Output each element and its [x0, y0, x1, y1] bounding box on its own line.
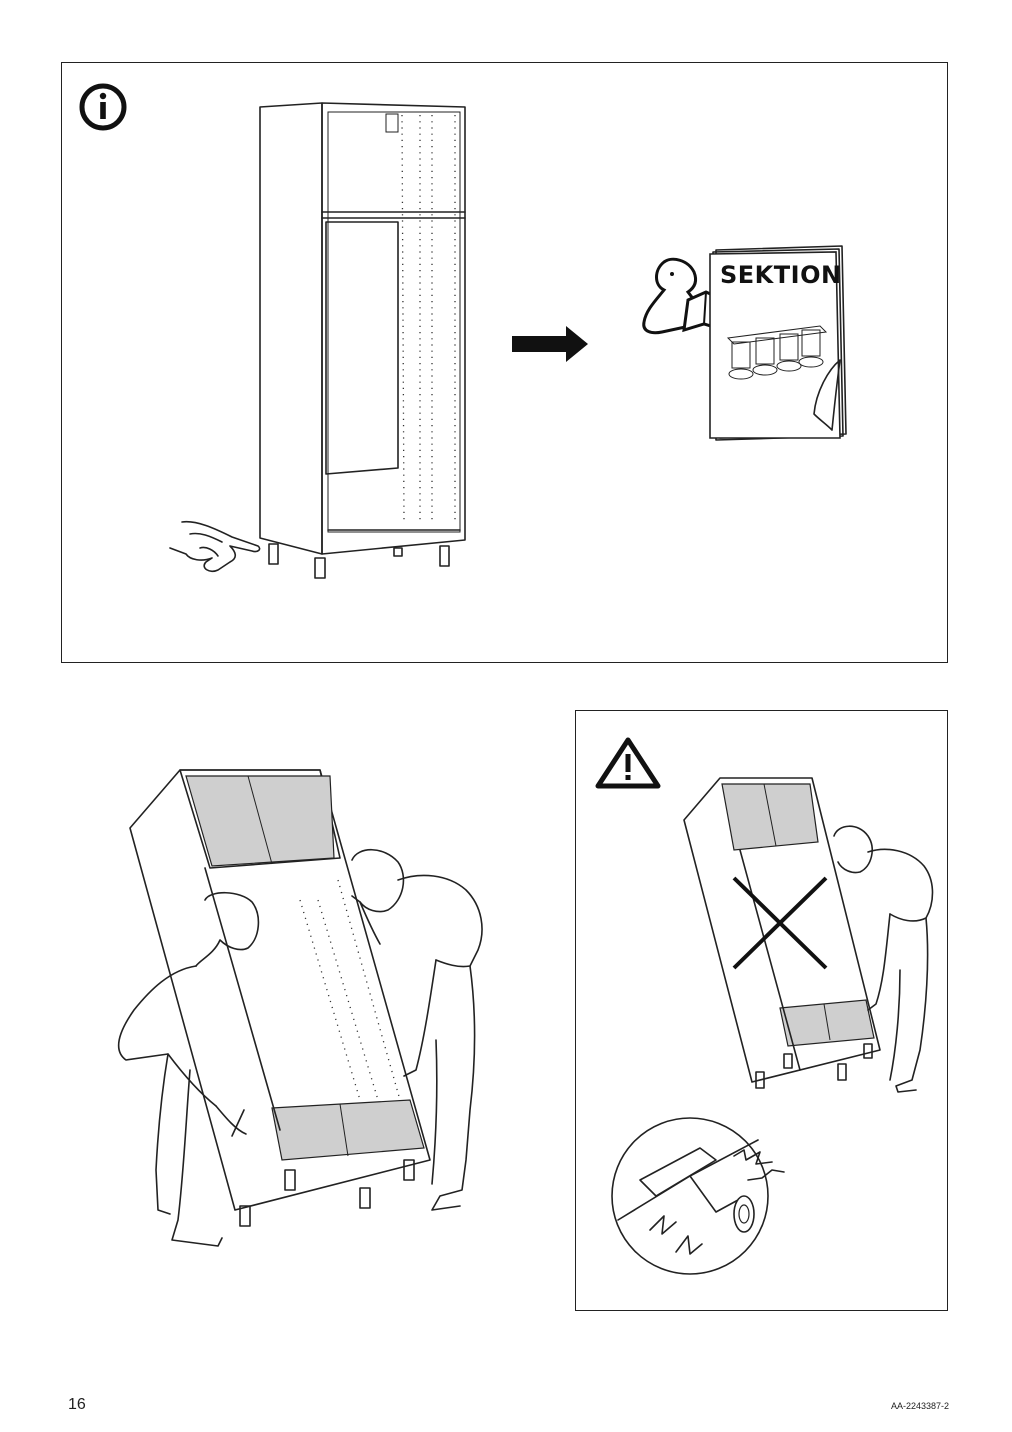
legs-drawing: [726, 325, 828, 380]
lift-illustration: [117, 769, 483, 1247]
prohibited-cross-icon: [732, 876, 828, 970]
info-icon: [79, 83, 127, 131]
booklet-title: SEKTION: [720, 261, 842, 289]
arrow-right-icon: [512, 326, 588, 362]
warning-triangle-icon: [595, 737, 661, 789]
cabinet-frame: [259, 102, 466, 579]
pointing-hand-icon: [169, 520, 261, 573]
cabinet-legs: [268, 543, 450, 579]
broken-leg-detail: [611, 1117, 785, 1275]
warning-illustration: [683, 777, 934, 1093]
sektion-booklet: [709, 245, 847, 441]
page-number: 16: [68, 1396, 86, 1413]
warning-panel: [575, 710, 948, 1311]
document-code: AA-2243387-2: [890, 1401, 949, 1411]
